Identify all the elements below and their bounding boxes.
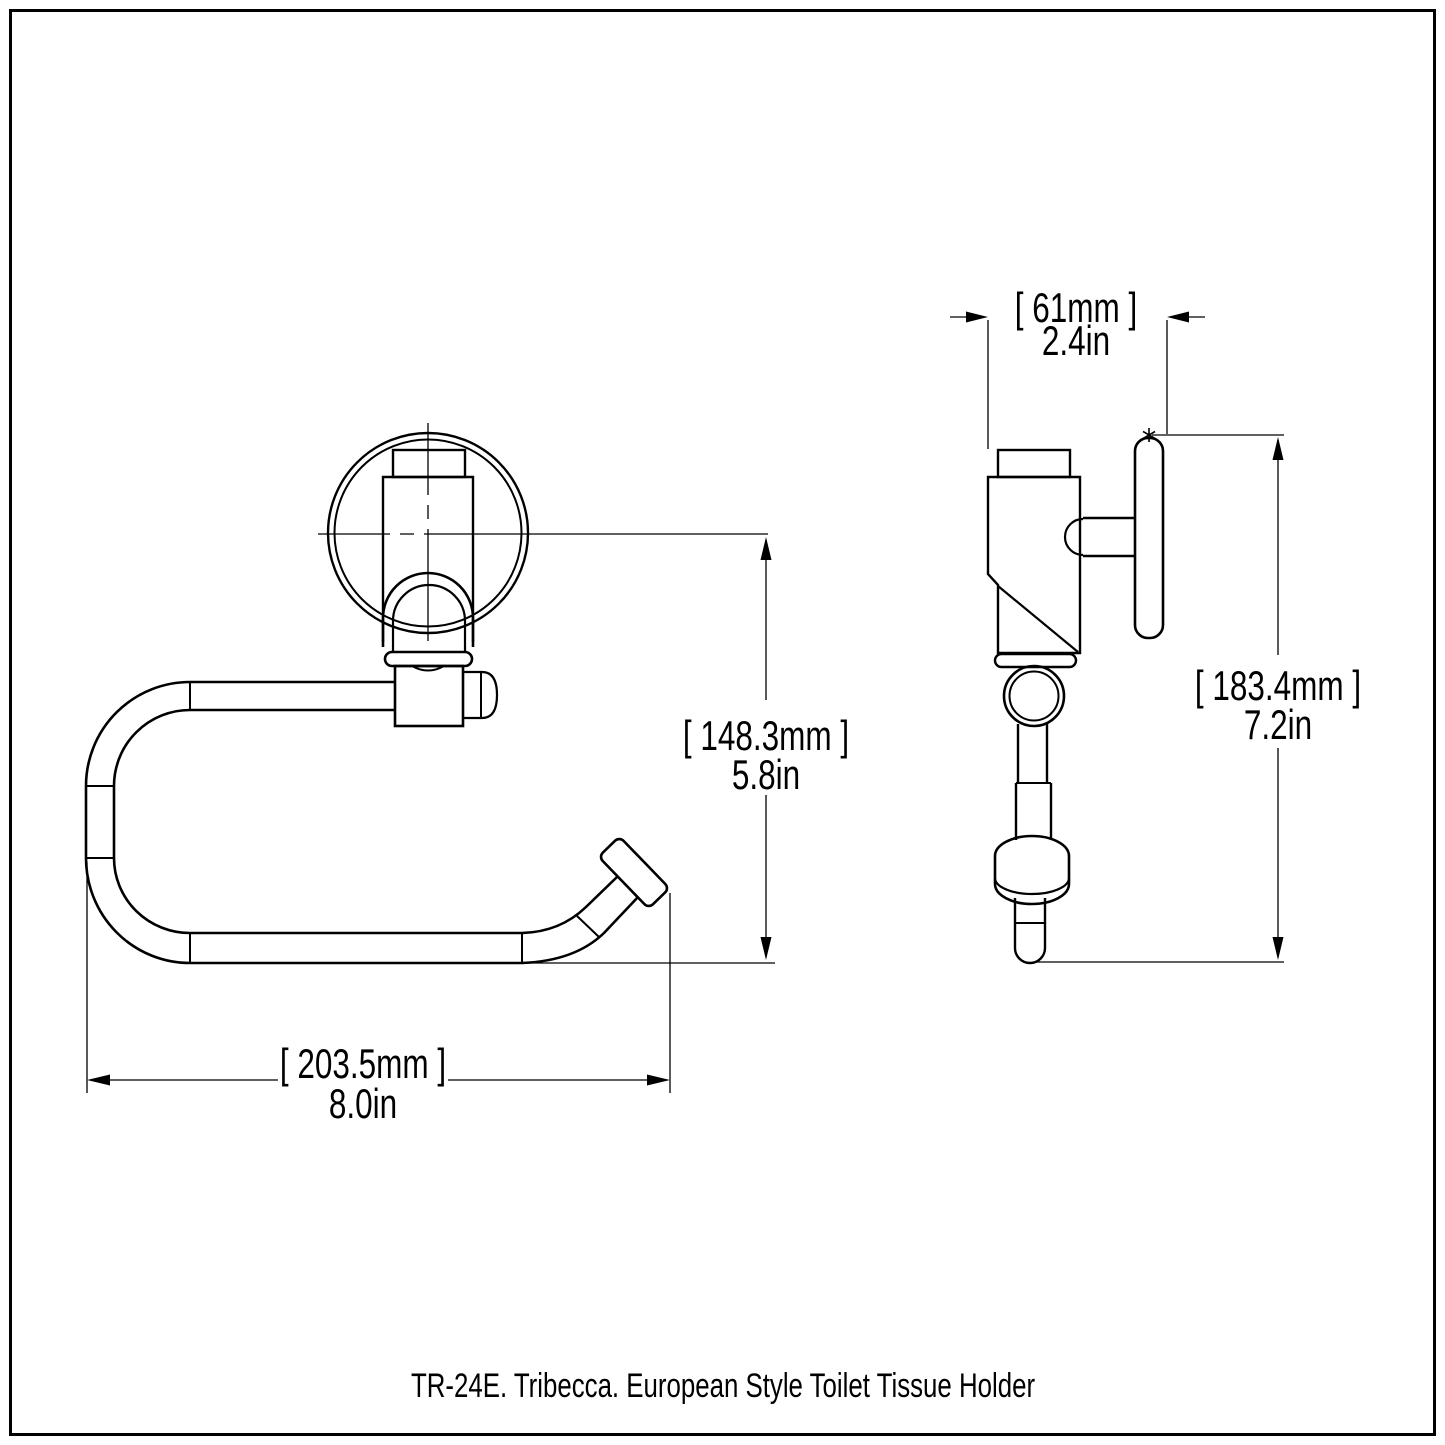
- arrowhead-down: [1272, 937, 1284, 960]
- side-post-cap: [996, 448, 1072, 479]
- swivel-body: [393, 664, 465, 728]
- arrowhead-left: [1167, 311, 1189, 323]
- arrowhead-up: [1272, 437, 1284, 460]
- dim-side-depth: [ 61mm ] 2.4in: [950, 284, 1205, 449]
- dim-side-height-metric-label: [ 183.4mm ]: [1195, 662, 1361, 710]
- side-view-drawing: [986, 428, 1165, 965]
- pivot-dome-outer: [381, 571, 475, 647]
- arrowhead-down: [760, 937, 772, 960]
- arm-joint-diagonal: [576, 915, 600, 938]
- arm-end-cap-disc: [599, 837, 669, 908]
- wall-flange-inner-circle: [333, 438, 523, 628]
- arm-end-cap: [599, 837, 669, 908]
- arm-ring-outer: [1002, 664, 1066, 728]
- roller-arm-inner-edge: [112, 708, 619, 935]
- side-knob: [463, 670, 499, 720]
- tip-post: [1013, 898, 1047, 965]
- side-body-diagonal-seam: [997, 585, 1079, 653]
- dim-side-depth-metric-label: [ 61mm ]: [1015, 284, 1137, 332]
- side-body: [986, 475, 1082, 655]
- drawing-border: [9, 9, 1436, 1436]
- dim-side-depth-imperial-label: 2.4in: [1042, 317, 1110, 365]
- reference-star-mark: [1142, 428, 1156, 442]
- dim-side-height: [ 183.4mm ] 7.2in: [1036, 434, 1361, 963]
- end-disc: [993, 834, 1071, 906]
- dim-front-height-imperial-label: 5.8in: [732, 751, 800, 799]
- collar-screw-detail: [411, 665, 445, 672]
- pivot-collar: [383, 650, 474, 668]
- wall-flange-outer-circle: [326, 431, 530, 635]
- arm-ring-inner: [1008, 670, 1060, 722]
- arrowhead-right: [966, 311, 988, 323]
- dim-front-height-metric-label: [ 148.3mm ]: [683, 712, 849, 760]
- wall-plate-profile: [1133, 436, 1165, 640]
- end-disc-rim: [993, 877, 1071, 896]
- arrowhead-right: [647, 1074, 670, 1086]
- roller-arm-outer-edge: [84, 680, 639, 965]
- dim-side-height-imperial-label: 7.2in: [1244, 701, 1312, 749]
- dim-front-width-metric-label: [ 203.5mm ]: [280, 1040, 446, 1088]
- mount-post-cap: [391, 448, 467, 479]
- pivot-dome-inner: [391, 583, 467, 652]
- arrowhead-left: [87, 1074, 110, 1086]
- arrowhead-up: [760, 537, 772, 560]
- dim-front-height: [ 148.3mm ] 5.8in: [522, 537, 849, 964]
- stem-boss: [1063, 517, 1084, 557]
- drawing-title: TR-24E. Tribecca. European Style Toilet …: [411, 1368, 1035, 1405]
- front-view-drawing: [84, 423, 768, 965]
- dim-front-width-imperial-label: 8.0in: [329, 1080, 397, 1128]
- dim-front-width: [ 203.5mm ] 8.0in: [86, 862, 671, 1128]
